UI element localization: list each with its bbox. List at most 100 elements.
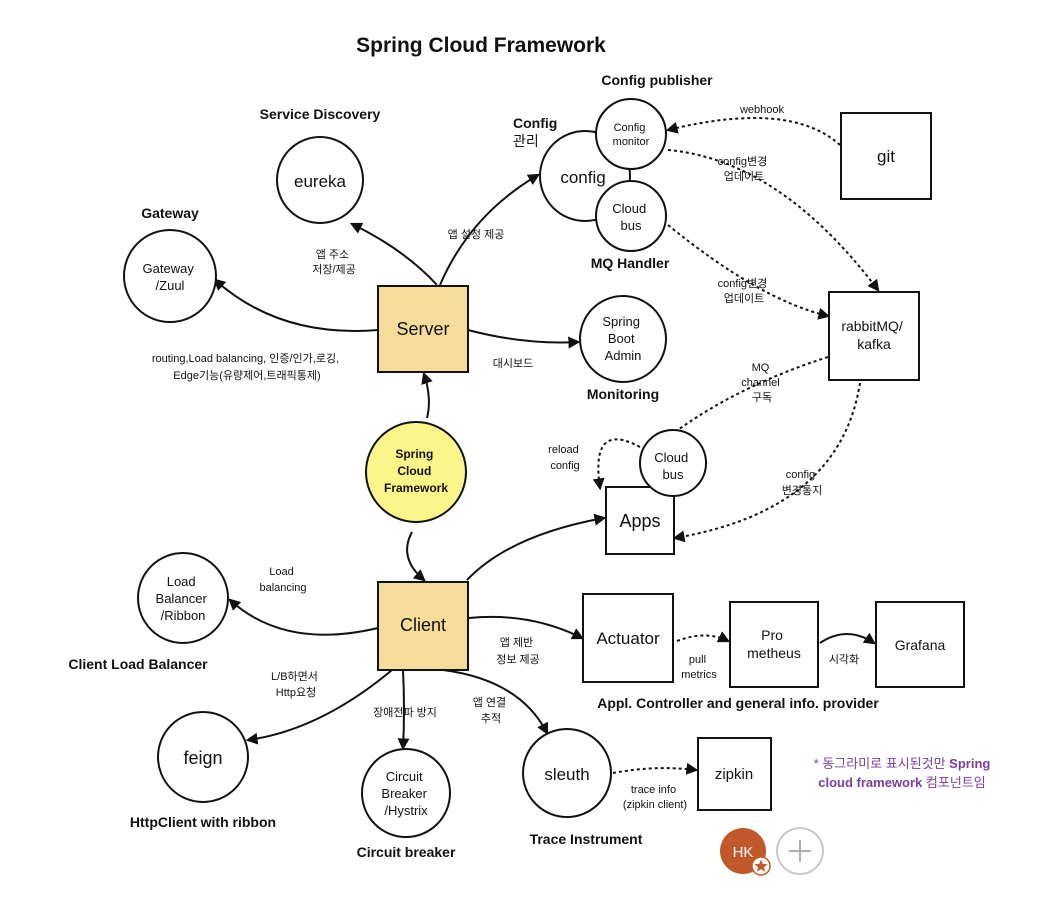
config-monitor-node [595, 98, 667, 170]
eureka-node [276, 136, 364, 224]
feign-label: feign [183, 748, 222, 768]
edge-appsbus-rabbit [674, 356, 829, 433]
section-mq-handler: MQ Handler [591, 255, 670, 271]
edge-actuator-prometheus [676, 631, 731, 643]
rabbitmq-label: rabbitMQ/ kafka [841, 318, 906, 352]
sleuth-label: sleuth [544, 765, 589, 784]
section-client-lb: Client Load Balancer [68, 656, 208, 672]
edge-label-trace-info: trace info (zipkin client) [623, 784, 687, 811]
server-label: Server [396, 319, 449, 339]
edge-sleuth-zipkin [612, 762, 699, 775]
spring-cloud-framework-label: Spring Cloud Framework [384, 447, 448, 495]
plus-icon [789, 840, 811, 862]
spring-cloud-framework-node [365, 421, 467, 523]
diagram-title: Spring Cloud Framework [356, 34, 606, 57]
gateway-node [123, 229, 217, 323]
zipkin-node [697, 737, 772, 811]
cloud-bus-top-label: Cloud bus [612, 201, 650, 233]
edge-label-config-update-1: config변경 업데이트 [718, 155, 771, 183]
eureka-label: eureka [294, 172, 347, 191]
actuator-label: Actuator [596, 629, 660, 648]
edge-label-visualize: 시각화 [829, 653, 859, 666]
edge-label-app-info: 앱 제반 정보 제공 [496, 636, 540, 666]
star-icon [754, 859, 768, 872]
edge-client-lb [228, 598, 379, 636]
rabbitmq-node [828, 291, 920, 381]
edge-label-lb-http: L/B하면서 Http요청 [271, 669, 321, 699]
circuit-breaker-label: Circuit Breaker /Hystrix [381, 769, 430, 818]
zipkin-label: zipkin [715, 766, 753, 783]
cloud-bus-apps-node [639, 429, 707, 497]
apps-node [605, 486, 675, 555]
feign-node [157, 711, 249, 803]
cloud-bus-top-node [595, 180, 667, 252]
edge-reload-config [592, 438, 641, 491]
edge-label-routing: routing,Load balancing, 인증/인가,로깅, Edge기능… [152, 352, 342, 382]
section-service-discovery: Service Discovery [260, 106, 381, 122]
load-balancer-node [137, 552, 229, 644]
prometheus-node [729, 601, 819, 688]
edge-client-apps [466, 513, 607, 581]
section-appl-controller: Appl. Controller and general info. provi… [597, 695, 879, 711]
footnote-line-2: cloud framework 컴포넌트임 [818, 775, 985, 790]
edge-label-app-address: 앱 주소 저장/제공 [312, 248, 356, 276]
client-label: Client [400, 615, 446, 635]
edge-rabbit-apps [672, 382, 861, 543]
config-monitor-label: Config monitor [613, 122, 650, 148]
gateway-label: Gateway /Zuul [143, 261, 198, 293]
client-node [377, 581, 469, 671]
avatar-initials: HK [733, 844, 754, 861]
edge-client-hystrix [397, 669, 410, 751]
edge-client-feign [245, 669, 393, 745]
config-label: config [560, 168, 605, 187]
grafana-node [875, 601, 965, 688]
add-collaborator-button[interactable] [776, 827, 824, 875]
edge-server-eureka [349, 222, 438, 286]
edge-label-config-update-2: config변경 업데이트 [718, 277, 771, 305]
edge-server-admin [467, 329, 581, 349]
server-node [377, 285, 469, 373]
edge-label-app-config: 앱 설정 제공 [448, 228, 505, 241]
section-config-mgmt-sub: 관리 [513, 133, 539, 149]
edge-label-dashboard: 대시보드 [493, 357, 533, 370]
edge-label-app-trace: 앱 연결 추적 [473, 696, 509, 725]
apps-label: Apps [619, 511, 660, 531]
section-httpclient: HttpClient with ribbon [130, 814, 276, 830]
edge-client-actuator [468, 615, 585, 640]
load-balancer-label: Load Balancer /Ribbon [156, 574, 211, 623]
circuit-breaker-node [361, 748, 451, 838]
connectors [213, 117, 880, 775]
spring-boot-admin-label: Spring Boot Admin [602, 314, 643, 363]
actuator-node [582, 593, 674, 683]
edge-scf-client [406, 531, 426, 582]
footnote-line-1: * 동그라미로 표시된것만 Spring [814, 756, 991, 771]
section-config-mgmt-title: Config [513, 115, 557, 131]
edge-label-fault-prevent: 장애전파 방지 [373, 706, 437, 719]
sleuth-node [522, 728, 612, 818]
collaborator-avatar[interactable]: HK [720, 828, 771, 876]
edge-scf-server [421, 371, 433, 419]
edge-label-webhook: webhook [739, 104, 785, 116]
edge-server-gateway [213, 278, 379, 332]
edge-git-monitor [665, 117, 841, 146]
section-config-publisher: Config publisher [601, 72, 713, 88]
edge-client-sleuth [442, 669, 549, 736]
cloud-bus-apps-label: Cloud bus [654, 450, 692, 482]
git-label: git [877, 147, 895, 166]
edge-bus-rabbit [667, 224, 831, 320]
prometheus-label: Pro metheus [747, 627, 801, 661]
edge-label-pull-metrics: pull metrics [681, 654, 717, 681]
edge-label-config-notify: config 변경통지 [782, 469, 822, 497]
section-circuit-breaker: Circuit breaker [357, 844, 456, 860]
spring-boot-admin-node [579, 295, 667, 383]
edge-label-load-balancing: Load balancing [259, 566, 306, 594]
edge-prometheus-grafana [819, 632, 876, 645]
git-node [840, 112, 932, 200]
edge-monitor-rabbit [667, 149, 880, 292]
section-gateway: Gateway [141, 205, 199, 221]
section-monitoring: Monitoring [587, 386, 659, 402]
edge-server-config [439, 173, 541, 286]
grafana-label: Grafana [895, 637, 946, 653]
section-trace: Trace Instrument [530, 831, 643, 847]
